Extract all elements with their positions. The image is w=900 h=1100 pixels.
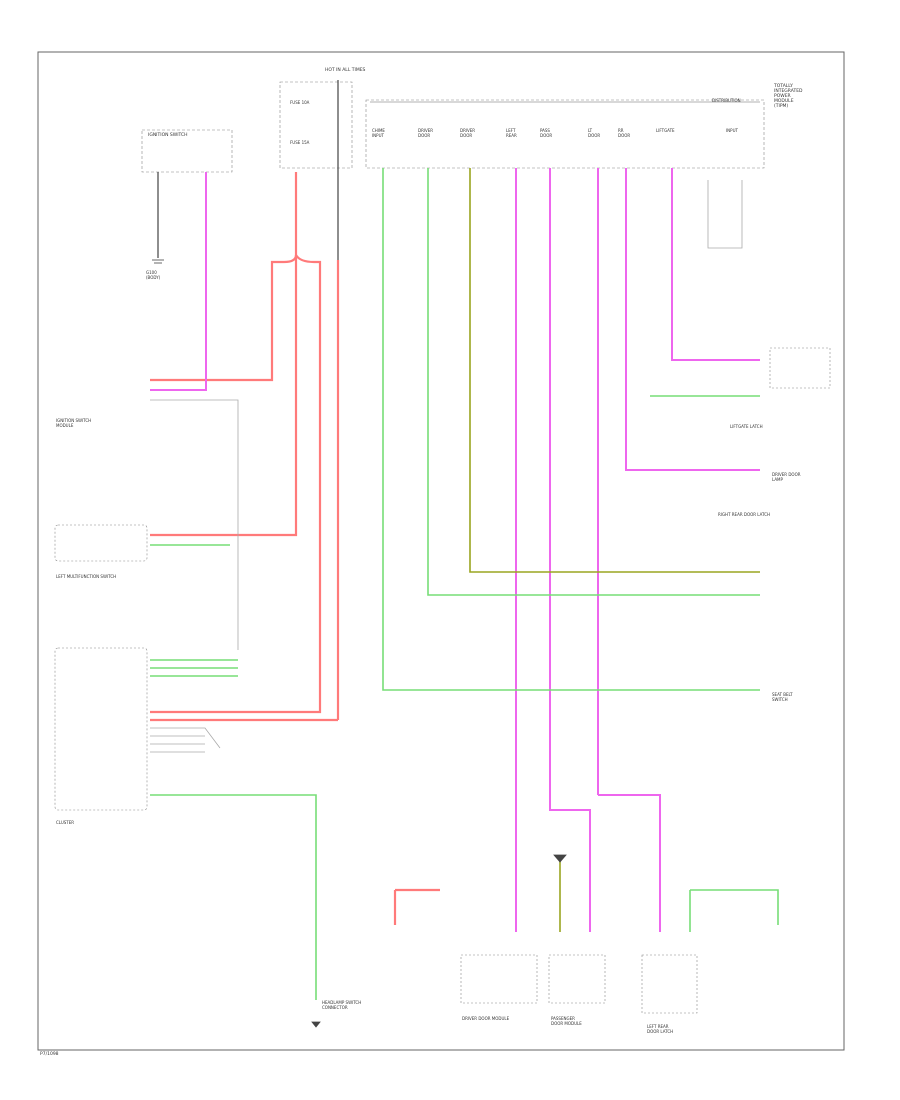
driver-door-lamp-label: DRIVER DOOR LAMP <box>772 472 801 482</box>
col-label-1: DRIVER DOOR <box>418 128 434 138</box>
fuse-box <box>279 81 353 169</box>
tipm-box <box>365 99 765 169</box>
connector-boxes <box>54 347 831 1014</box>
diagram-code: P7/1098 <box>40 1052 59 1057</box>
black-wires <box>157 80 339 260</box>
ground-symbols <box>152 259 567 1028</box>
liftgate-latch-label: LIFTGATE LATCH <box>730 424 763 429</box>
pink-wires <box>150 168 760 932</box>
red-wires <box>150 172 440 925</box>
tipm-label: TOTALLY INTEGRATED POWER MODULE (TIPM) <box>774 84 803 109</box>
col-label-3: LEFT REAR <box>506 128 517 138</box>
left-rear-latch-label: LEFT REAR DOOR LATCH <box>647 1024 674 1034</box>
olive-wires <box>469 168 760 932</box>
driver-door-module-label: DRIVER DOOR MODULE <box>462 1016 510 1021</box>
headlamp-switch-label: HEADLAMP SWITCH CONNECTOR <box>322 1000 362 1010</box>
right-rear-latch-label: RIGHT REAR DOOR LATCH <box>718 512 771 517</box>
col-label-2: DRIVER DOOR <box>460 128 476 138</box>
cluster-label: CLUSTER <box>56 820 75 825</box>
ignition-switch-label: IGNITION SWITCH <box>148 133 188 138</box>
col-label-8: INPUT <box>726 128 738 133</box>
col-label-4: PASS DOOR <box>540 128 553 138</box>
col-label-7: LIFTGATE <box>656 128 675 133</box>
col-label-0: CHIME INPUT <box>372 128 385 138</box>
fuse-b-label: FUSE 15A <box>290 140 310 145</box>
gray-wires <box>150 180 743 753</box>
fuse-a-label: FUSE 10A <box>290 100 310 105</box>
diagram-frame <box>37 51 845 1051</box>
green-wires <box>150 168 779 1000</box>
power-label: HOT IN ALL TIMES <box>325 68 366 73</box>
col-label-5: LT DOOR <box>588 128 601 138</box>
bus-label: DISTRIBUTION <box>712 98 741 103</box>
col-label-6: RR DOOR <box>618 128 631 138</box>
passenger-door-module-label: PASSENGER DOOR MODULE <box>551 1016 582 1026</box>
ground-label: G100 (BODY) <box>146 270 161 280</box>
ignition-module-label: IGNITION SWITCH MODULE <box>56 418 92 428</box>
ignition-switch-box <box>141 129 233 173</box>
left-multifunction-switch-label: LEFT MULTIFUNCTION SWITCH <box>56 574 117 579</box>
seat-belt-label: SEAT BELT SWITCH <box>772 692 793 702</box>
